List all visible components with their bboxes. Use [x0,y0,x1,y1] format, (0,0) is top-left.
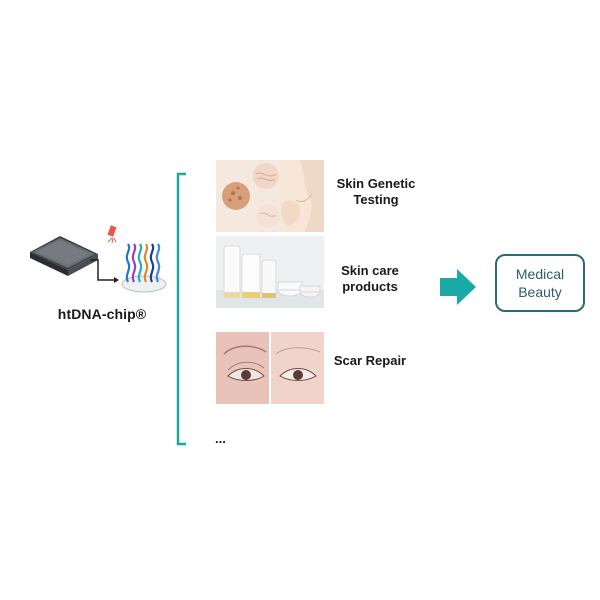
dna-dish-icon [121,243,167,293]
cosmetic-products-image [216,236,324,308]
app-label-scar-repair: Scar Repair [333,353,407,368]
dna-chip-illustration [30,225,167,293]
laser-icon [107,225,117,244]
app-label-skin-genetic-testing: Skin Genetic Testing [336,176,416,207]
app-label-skin-care-products: Skin care products [341,263,399,294]
chip-icon [30,236,98,276]
arrow-right-icon [440,269,476,305]
chip-label: htDNA-chip® [57,306,147,322]
grouping-bracket [176,172,186,446]
connector-line [90,259,114,281]
skin-closeup-image [216,160,324,232]
eye-before-after-image [216,332,324,404]
medical-beauty-box: Medical Beauty [495,254,585,312]
more-items-ellipsis: ... [215,431,226,446]
medical-beauty-label: Medical Beauty [515,266,565,300]
